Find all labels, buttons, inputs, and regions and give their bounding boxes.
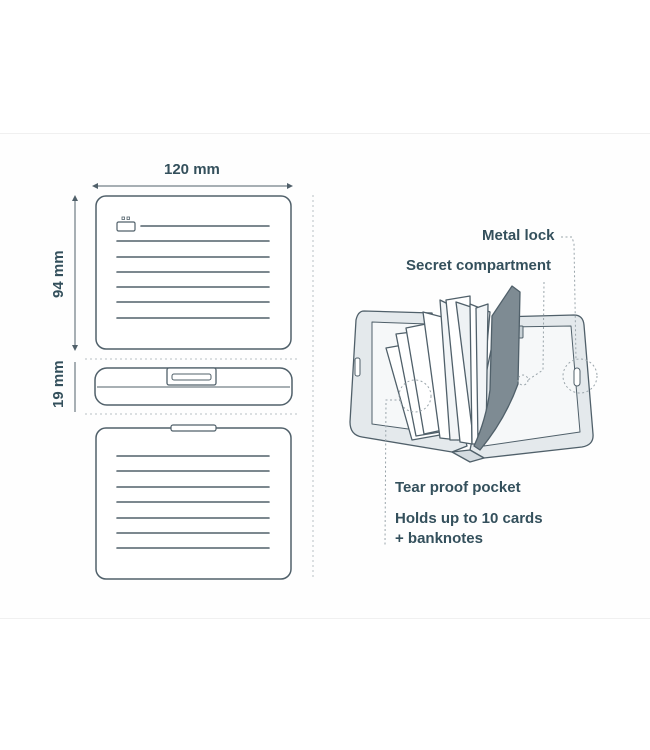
wallet-front-view [95,195,292,350]
secret-compartment-label: Secret compartment [406,257,552,274]
guide-lines [85,195,314,580]
depth-label: 19 mm [50,360,67,408]
callout-markers [398,358,598,413]
capacity-label-line2: + banknotes [395,530,483,547]
height-dimension-line [72,195,78,351]
height-label: 94 mm [50,250,67,298]
callout-leaders [384,236,577,546]
width-dimension-line [92,183,293,189]
width-label: 120 mm [164,161,220,178]
capacity-label-line1: Holds up to 10 cards [395,510,543,527]
wallet-side-view [94,367,293,406]
metal-lock-label: Metal lock [482,227,555,244]
wallet-back-view [95,424,292,580]
open-wallet-illustration [349,285,594,463]
tear-proof-pocket-label: Tear proof pocket [395,479,521,496]
